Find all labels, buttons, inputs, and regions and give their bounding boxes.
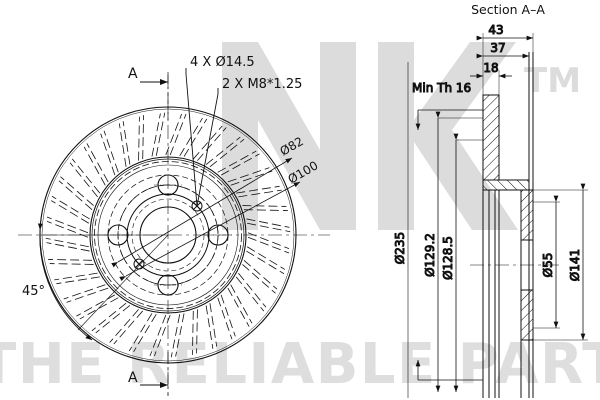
callout-threads-label: 2 X M8*1.25: [222, 77, 302, 92]
dim-235-label: Ø235: [393, 232, 407, 264]
callout-leaders: [185, 68, 219, 207]
dim-18-label: 18: [483, 61, 498, 75]
front-view: [18, 68, 330, 396]
dim-128-5-label: Ø128.5: [441, 236, 455, 280]
vertical-dimension-lines: [407, 62, 588, 398]
min-thickness-leader: [415, 109, 483, 130]
section-view-title: Section A–A: [471, 2, 545, 17]
vertical-dimension-labels: Ø235 Ø129.2 Ø128.5 Ø55 Ø141: [393, 231, 583, 281]
section-mark-top: [140, 72, 169, 120]
rotor-outer-face-lines: [528, 52, 534, 398]
watermark-trademark: TM: [524, 61, 581, 101]
hat-section-top: [482, 94, 500, 181]
section-view: 43 37 18 Min Th 16: [393, 23, 588, 398]
dim-129-2-label: Ø129.2: [423, 233, 437, 277]
horizontal-dimension-labels: 43 37 18: [483, 23, 506, 76]
hat-body-outline: [482, 190, 522, 398]
section-mark-bottom-label: A: [128, 370, 138, 386]
leader-2xm8: [196, 88, 219, 207]
dim-37-label: 37: [490, 41, 505, 55]
section-mark-bottom: [140, 352, 169, 396]
callout-holes-label: 4 X Ø14.5: [190, 55, 255, 70]
rotor-ring-upper: [520, 189, 534, 241]
dim-55-label: Ø55: [541, 253, 555, 278]
section-mark-top-label: A: [128, 66, 138, 82]
leader-4x14-5: [185, 68, 198, 207]
min-thickness-leader-bottom: [415, 360, 483, 381]
hat-flange-section: [482, 179, 530, 191]
angle-45-indicator: [37, 223, 169, 341]
leader-diameter-100: [119, 181, 301, 282]
watermark-tagline: THE RELIABLE PART: [0, 332, 600, 397]
dim-43-label: 43: [488, 23, 503, 37]
dim-141-label: Ø141: [568, 249, 582, 281]
rotor-ring-lower: [520, 289, 534, 341]
min-thickness-label: Min Th 16: [412, 81, 471, 95]
angle-45-label: 45°: [22, 284, 45, 299]
horizontal-dimension-lines: [470, 33, 534, 95]
